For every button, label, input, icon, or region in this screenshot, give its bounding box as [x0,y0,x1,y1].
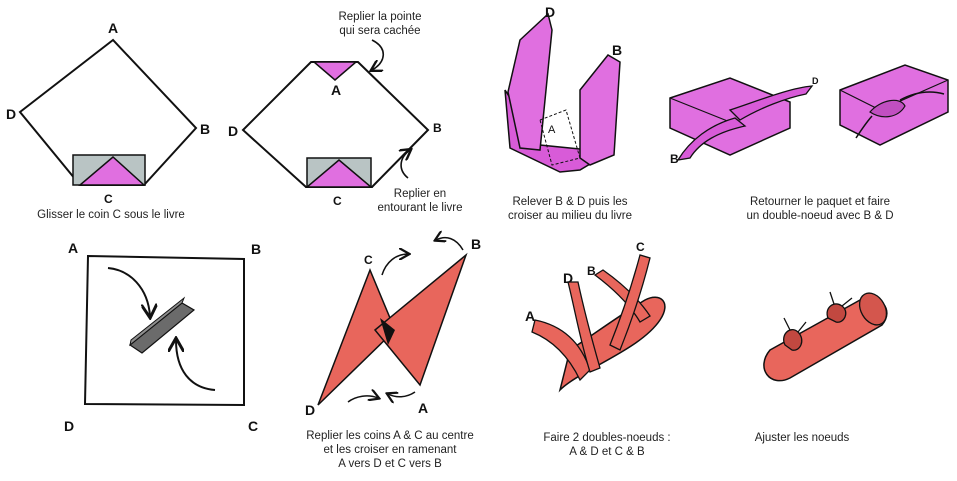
step-6-label-c: C [364,253,373,267]
step-6-right-flap [373,252,468,387]
step-1-label-c: C [104,192,113,206]
step-7-label-c: C [636,240,645,254]
step-8-knot-right [826,291,853,323]
step-3-right-strip [579,54,621,166]
step-3-label-a: A [548,124,556,136]
step-3-label-d: D [545,4,556,20]
step-6-label-b: B [471,236,482,252]
step-4-strip-d [728,85,814,121]
step-4-strip-b [676,117,747,161]
step-2-label-d: D [228,123,239,139]
step-8-caption: Ajuster les noeuds [754,432,850,444]
step-5-label-c: C [248,418,259,434]
step-2-label-b: B [433,121,442,135]
step-5-label-d: D [64,418,75,434]
step-2-top-arrow [372,39,385,70]
step-6-caption: Replier les coins A & C au centre et les… [306,430,474,470]
step-2-bottom-flap [304,159,374,188]
step-5-place-object [83,254,245,407]
step-2-callout-bottom: Replier en entourant le livre [377,188,463,214]
step-7-label-b: B [587,264,596,278]
step-8-roll-end [858,292,888,326]
step-1-caption: Glisser le coin C sous le livre [37,209,185,221]
step-7-double-knots [531,254,666,393]
step-5-stick-top [129,296,186,347]
step-6-label-d: D [305,402,316,418]
step-6-arrow-b [436,238,464,251]
step-6-center [380,318,395,345]
step-7-strip-a [531,319,591,382]
step-3-left-strip [507,12,553,151]
step-4-knot [869,99,906,118]
step-8-knot-left [783,317,807,351]
step-5-arrow-top [107,267,150,316]
step-6-fold-corners [317,238,468,406]
step-4-flip-knot [669,64,949,161]
step-5-label-b: B [251,241,262,257]
step-7-strip-c [609,254,651,351]
step-6-arrow-a [388,391,416,397]
step-7-label-a: A [525,308,536,324]
step-4-label-b: B [670,152,679,166]
step-2-fold-point [241,39,430,188]
step-3-book-outline [539,109,581,166]
step-6-arrow-c [381,254,408,276]
step-3-label-b: B [612,42,623,58]
step-1-label-d: D [6,106,17,122]
step-6-arrow-d [347,396,378,403]
step-1-label-b: B [200,121,211,137]
step-2-bottom-arrow [401,150,410,179]
step-5-label-a: A [68,240,79,256]
step-6-left-flap [317,267,396,406]
step-1-fold-corner-c [18,38,198,186]
step-1-corner-c-flap [77,156,146,186]
step-4-left-package-edge [669,97,731,123]
step-7-caption: Faire 2 doubles-noeuds : A & D et C & B [543,432,671,458]
step-4-caption: Retourner le paquet et faire un double-n… [746,196,894,222]
step-3-raise-b-d [504,12,621,173]
step-2-label-c: C [333,194,342,208]
step-2-top-flap [311,61,359,81]
step-6-label-a: A [418,400,429,416]
step-7-strip-b [593,269,651,323]
step-8-final-bundle [763,291,888,382]
step-4-label-d: D [812,76,819,86]
step-2-label-a: A [331,82,342,98]
step-4-right-package-edge [839,89,881,111]
step-2-callout-top: Replier la pointe qui sera cachée [338,11,422,37]
step-4-left-package [669,77,791,156]
step-7-label-d: D [563,270,574,286]
step-7-strip-d [567,281,601,373]
step-5-arrow-bottom [176,340,216,391]
step-3-caption: Relever B & D puis les croiser au milieu… [508,196,632,222]
step-4-knot-ends [855,91,945,139]
step-1-label-a: A [108,20,119,36]
